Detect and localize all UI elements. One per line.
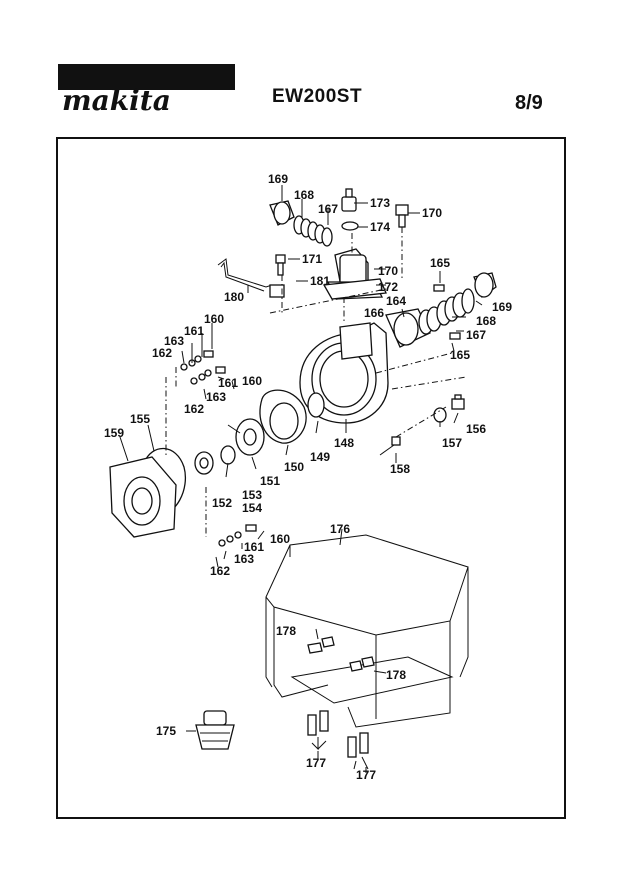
part-label-176: 176 bbox=[330, 522, 350, 536]
seal-153 bbox=[220, 445, 236, 465]
cap-173 bbox=[341, 188, 357, 212]
makita-logo: makita bbox=[58, 64, 235, 114]
part-label-165: 165 bbox=[430, 256, 450, 270]
part-label-161: 161 bbox=[218, 376, 238, 390]
volute-150 bbox=[259, 389, 307, 444]
part-label-161: 161 bbox=[244, 540, 264, 554]
part-label-173: 173 bbox=[370, 196, 390, 210]
part-label-165: 165 bbox=[450, 348, 470, 362]
bolt-165-top bbox=[433, 284, 445, 292]
part-label-171: 171 bbox=[302, 252, 322, 266]
bolt-158 bbox=[379, 436, 401, 456]
part-label-170: 170 bbox=[378, 264, 398, 278]
part-label-167: 167 bbox=[466, 328, 486, 342]
part-label-166: 166 bbox=[364, 306, 384, 320]
o-ring-149 bbox=[307, 392, 325, 418]
bolt-171 bbox=[275, 254, 286, 276]
o-ring-167-top bbox=[321, 227, 333, 247]
part-label-155: 155 bbox=[130, 412, 150, 426]
part-label-150: 150 bbox=[284, 460, 304, 474]
part-label-172: 172 bbox=[378, 280, 398, 294]
part-label-174: 174 bbox=[370, 220, 390, 234]
part-label-177: 177 bbox=[356, 768, 376, 782]
part-label-152: 152 bbox=[212, 496, 232, 510]
part-label-175: 175 bbox=[156, 724, 176, 738]
hose-fitting-169-top bbox=[269, 200, 295, 226]
bolt-165-bottom bbox=[449, 332, 461, 340]
part-label-160: 160 bbox=[270, 532, 290, 546]
part-label-149: 149 bbox=[310, 450, 330, 464]
page-number: 8/9 bbox=[515, 92, 543, 114]
part-label-160: 160 bbox=[204, 312, 224, 326]
part-label-163: 163 bbox=[234, 552, 254, 566]
logo-wordmark: makita bbox=[62, 84, 171, 114]
drain-plug-156 bbox=[451, 394, 465, 410]
part-label-163: 163 bbox=[164, 334, 184, 348]
part-label-160: 160 bbox=[242, 374, 262, 388]
gasket-174 bbox=[341, 221, 359, 231]
nuts-178 bbox=[307, 636, 375, 672]
part-label-156: 156 bbox=[466, 422, 486, 436]
part-label-161: 161 bbox=[184, 324, 204, 338]
handle-180 bbox=[217, 258, 273, 292]
impeller-151 bbox=[235, 418, 265, 456]
part-label-148: 148 bbox=[334, 436, 354, 450]
part-label-153: 153 bbox=[242, 488, 262, 502]
part-label-177: 177 bbox=[306, 756, 326, 770]
part-label-163: 163 bbox=[206, 390, 226, 404]
part-label-162: 162 bbox=[210, 564, 230, 578]
part-label-157: 157 bbox=[442, 436, 462, 450]
part-label-164: 164 bbox=[386, 294, 406, 308]
bolts-177 bbox=[307, 710, 369, 770]
mechanical-seal-152 bbox=[194, 451, 214, 475]
part-label-178: 178 bbox=[386, 668, 406, 682]
bolt-170-top bbox=[395, 204, 409, 228]
part-label-159: 159 bbox=[104, 426, 124, 440]
part-label-169: 169 bbox=[268, 172, 288, 186]
part-label-169: 169 bbox=[492, 300, 512, 314]
exploded-parts-diagram: 169 168 167 173 174 170 171 181 170 172 … bbox=[104, 172, 512, 782]
outlet-coupling-assembly bbox=[385, 272, 497, 348]
leader-lines bbox=[119, 185, 483, 773]
strainer-175 bbox=[195, 710, 235, 750]
part-label-170: 170 bbox=[422, 206, 442, 220]
assembly-line-1 bbox=[165, 227, 467, 537]
part-label-180: 180 bbox=[224, 290, 244, 304]
part-label-168: 168 bbox=[476, 314, 496, 328]
diagram-frame bbox=[56, 137, 566, 819]
part-label-162: 162 bbox=[152, 346, 172, 360]
part-label-178: 178 bbox=[276, 624, 296, 638]
part-label-167: 167 bbox=[318, 202, 338, 216]
part-label-154: 154 bbox=[242, 501, 262, 515]
washers-upper-left bbox=[180, 350, 226, 385]
part-label-168: 168 bbox=[294, 188, 314, 202]
part-label-162: 162 bbox=[184, 402, 204, 416]
washers-lower-left bbox=[218, 524, 257, 547]
discharge-elbow bbox=[322, 248, 387, 300]
frame-176 bbox=[265, 534, 469, 728]
o-ring-157 bbox=[433, 407, 447, 423]
bracket-181 bbox=[269, 284, 285, 298]
part-label-181: 181 bbox=[310, 274, 330, 288]
part-label-158: 158 bbox=[390, 462, 410, 476]
model-number: EW200ST bbox=[272, 86, 363, 107]
hose-coils-168-top bbox=[293, 215, 326, 244]
volute-cover-159 bbox=[109, 456, 177, 538]
part-label-151: 151 bbox=[260, 474, 280, 488]
